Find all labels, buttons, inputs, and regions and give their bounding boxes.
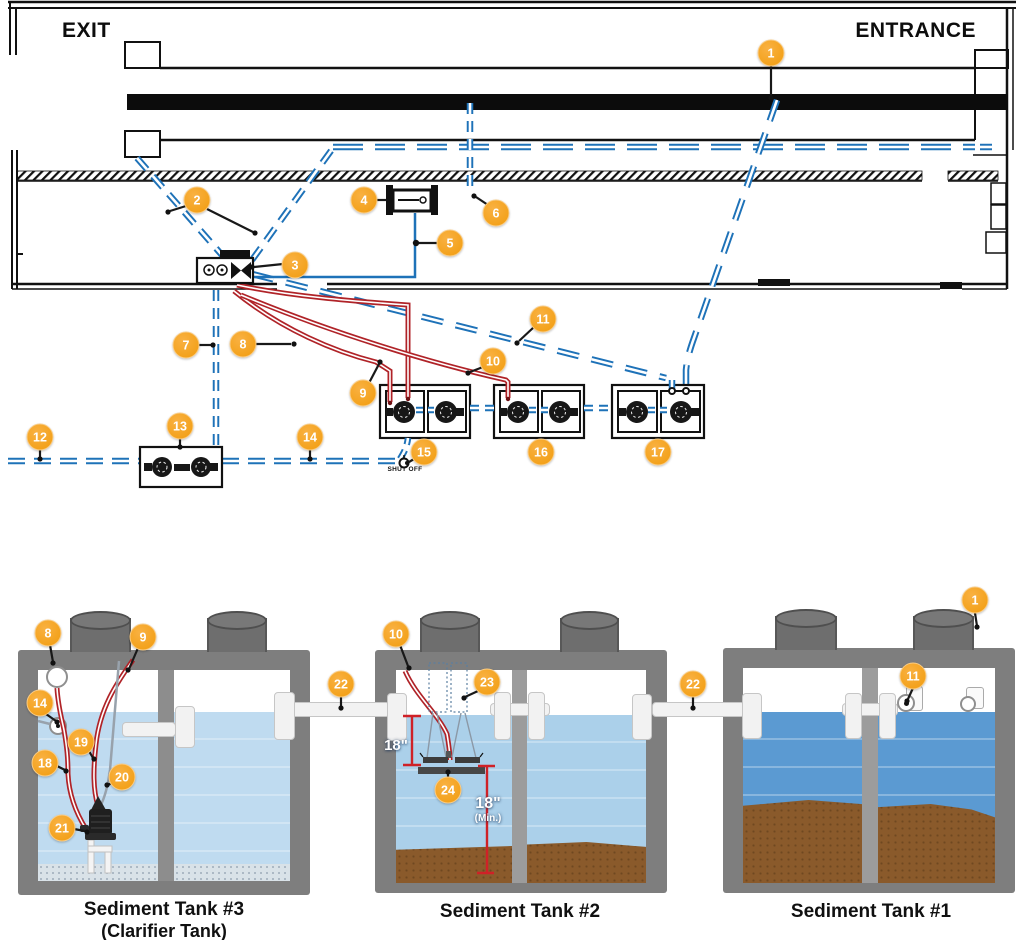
tank1-sediment-left — [743, 800, 862, 883]
tank2-outlet-coupler — [632, 694, 652, 740]
callout-plan-1: 1 — [757, 39, 785, 67]
manhole-covers — [144, 401, 699, 477]
shutoff-valve-label: SHUT OFF — [387, 466, 423, 473]
manhole-bolt-rings — [156, 406, 687, 473]
tank2-sediment-left — [396, 846, 512, 883]
tank2-sediment-right — [527, 842, 646, 883]
tank1-sediment-right — [878, 804, 995, 883]
callout-section-10: 10 — [382, 620, 410, 648]
tank2-riser-right-cap — [560, 611, 619, 630]
tank3-riser-right-cap — [207, 611, 267, 630]
callout-section-20: 20 — [108, 763, 136, 791]
entrance-label: ENTRANCE — [855, 19, 976, 42]
tank3-sand-left — [38, 864, 158, 881]
callout-section-19: 19 — [67, 728, 95, 756]
wash-equipment-plan — [386, 185, 438, 215]
tank1-inlet-coupler — [742, 693, 762, 739]
tank1-divider-coupler-right — [879, 693, 896, 739]
callout-plan-4: 4 — [350, 186, 378, 214]
equipment-feed-pipe — [252, 213, 417, 279]
callout-section-24: 24 — [434, 776, 462, 804]
callout-section-22: 22 — [679, 670, 707, 698]
reclaim-pump-station-plan — [195, 250, 255, 285]
tank3-sand-right — [174, 864, 290, 881]
callout-section-9: 9 — [129, 623, 157, 651]
callout-section-22: 22 — [327, 670, 355, 698]
callout-plan-5: 5 — [436, 229, 464, 257]
dimension-18in-min: 18" — [475, 795, 501, 812]
callout-section-8: 8 — [34, 619, 62, 647]
tank2-divider-wall — [512, 670, 527, 883]
callout-plan-16: 16 — [527, 438, 555, 466]
callout-plan-2: 2 — [183, 186, 211, 214]
float-ball — [46, 666, 68, 688]
callout-plan-12: 12 — [26, 423, 54, 451]
tank2-divider-coupler-left — [494, 692, 511, 740]
callout-section-11: 11 — [899, 662, 927, 690]
callout-section-1: 1 — [961, 586, 989, 614]
tank3-label: Sediment Tank #3 — [83, 899, 245, 920]
blue-water-pipes — [8, 100, 992, 461]
callout-section-14: 14 — [26, 689, 54, 717]
dimension-18in-top: 18" — [384, 737, 408, 754]
callout-plan-6: 6 — [482, 199, 510, 227]
red-reclaim-hoses — [234, 285, 510, 406]
pulley-axle — [56, 724, 60, 728]
callout-plan-7: 7 — [172, 331, 200, 359]
tank1-divider-wall — [862, 668, 878, 883]
suspension-chains — [426, 662, 477, 759]
suction-filter — [418, 751, 485, 774]
callout-section-18: 18 — [31, 749, 59, 777]
section-hoses — [37, 660, 450, 829]
tank1-riser-right-cap — [913, 609, 974, 628]
callout-section-21: 21 — [48, 814, 76, 842]
callout-plan-17: 17 — [644, 438, 672, 466]
callout-plan-9: 9 — [349, 379, 377, 407]
callout-plan-13: 13 — [166, 412, 194, 440]
pump-lift-rope — [98, 660, 121, 808]
dimension-min-note: (Min.) — [474, 813, 502, 824]
tank1-riser-left-cap — [775, 609, 837, 628]
tank-pipe-links — [400, 380, 690, 459]
tank3-riser-left-cap — [70, 611, 131, 630]
callout-plan-3: 3 — [281, 251, 309, 279]
callout-plan-8: 8 — [229, 330, 257, 358]
dimension-lines — [403, 714, 495, 875]
wash-tunnel-conveyor — [124, 41, 1009, 158]
tank2-label: Sediment Tank #2 — [439, 901, 601, 922]
tank2-divider-coupler-right — [528, 692, 545, 740]
conveyor-belt-bar — [127, 94, 1008, 110]
tank2-riser-left-cap — [420, 611, 480, 630]
tank3-transfer-coupler — [175, 706, 195, 748]
callout-plan-15: 15 — [410, 438, 438, 466]
callout-plan-14: 14 — [296, 423, 324, 451]
inlet-fitting-float — [960, 696, 976, 712]
callout-plan-11: 11 — [529, 305, 557, 333]
callout-section-23: 23 — [473, 668, 501, 696]
tank1-label: Sediment Tank #1 — [790, 901, 952, 922]
exit-label: EXIT — [62, 19, 111, 42]
submersible-pump — [80, 796, 116, 874]
callout-plan-10: 10 — [479, 347, 507, 375]
tank3-sublabel: (Clarifier Tank) — [101, 921, 227, 940]
tank3-outlet-coupler — [274, 692, 295, 740]
tank1-divider-coupler-left — [845, 693, 862, 739]
